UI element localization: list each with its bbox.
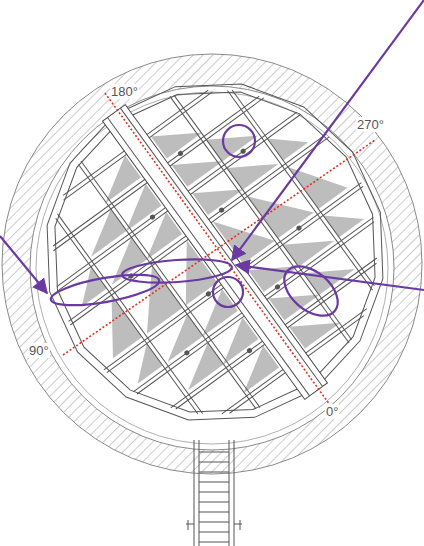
angle-label: 270° — [356, 117, 385, 132]
angle-label: 180° — [110, 84, 139, 99]
shading — [21, 61, 410, 443]
angle-label: 0° — [325, 404, 339, 419]
tank-liner — [36, 92, 388, 444]
access-ladder — [186, 440, 242, 546]
axis-line — [63, 140, 375, 355]
angle-label: 90° — [28, 343, 50, 358]
highlight-marks — [0, 0, 424, 325]
axis-line — [105, 93, 330, 405]
